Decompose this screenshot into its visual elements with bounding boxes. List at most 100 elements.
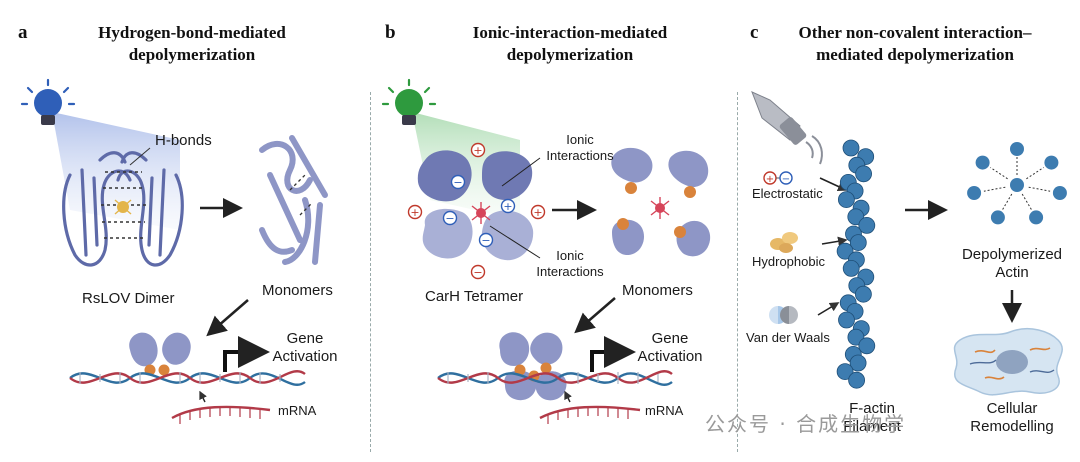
label-hydrophobic: Hydrophobic [752, 254, 825, 269]
actin-bead [838, 191, 855, 209]
actin-bead [858, 337, 876, 355]
ultrasound-probe-icon [751, 91, 823, 165]
label-electrostatic: Electrostatic [752, 186, 823, 201]
actin-bead [849, 234, 867, 252]
svg-text:+: + [410, 206, 419, 219]
actin-bead [836, 242, 854, 260]
panel-a-title: Hydrogen-bond-mediated depolymerization [62, 22, 322, 66]
label-f-actin-filament: F-actin Filament [832, 400, 912, 436]
panel-letter-c: c [750, 22, 759, 43]
panel-a-title-line1: Hydrogen-bond-mediated [98, 23, 286, 42]
dna-bound-monomers-a [129, 332, 191, 376]
panel-letter-a: a [18, 22, 28, 43]
actin-monomer-link [1026, 167, 1044, 180]
actin-bead [849, 354, 867, 372]
label-ionic-bottom-line1: Ionic [556, 248, 584, 263]
actin-monomer-link [990, 167, 1008, 180]
label-gene-a-line2: Activation [272, 348, 338, 365]
ionic-leader-top [501, 157, 541, 187]
rslov-monomers [259, 135, 328, 265]
svg-text:−: − [445, 212, 454, 225]
label-ionic-interactions-bottom: Ionic Interactions [530, 248, 610, 280]
ionic-leader-bottom [489, 225, 541, 259]
rslov-dimer [62, 151, 184, 267]
vdw-pointer [817, 302, 840, 316]
hbond-lines [101, 171, 146, 239]
chromophore-icon [114, 199, 132, 215]
label-hbonds: H-bonds [155, 132, 212, 149]
watermark: 公众号 · 合成生物学 [705, 412, 907, 436]
label-gene-b-line1: Gene [651, 330, 689, 347]
actin-monomer-link [1001, 193, 1013, 211]
label-cell-line1: Cellular [986, 400, 1038, 417]
f-actin-filament [836, 139, 876, 389]
hbonds-leader-line [129, 147, 151, 166]
depolymerized-actin [967, 142, 1067, 225]
hydrophobic-pointer [821, 236, 848, 247]
label-rslov-dimer: RsLOV Dimer [82, 290, 175, 307]
van-der-waals-icon [769, 306, 798, 324]
label-cellular-remodelling: Cellular Remodelling [962, 400, 1062, 436]
label-monomers-b: Monomers [622, 282, 693, 299]
svg-text:+: + [766, 174, 774, 185]
actin-monomer [1044, 155, 1059, 170]
label-ionic-interactions-top: Ionic Interactions [540, 132, 620, 164]
panel-b-title-line1: Ionic-interaction-mediated [472, 23, 668, 42]
carh-monomers [611, 147, 711, 257]
panel-c-title: Other non-covalent interaction– mediated… [770, 22, 1060, 66]
label-carh-tetramer: CarH Tetramer [425, 288, 524, 305]
panel-letter-b: b [385, 22, 396, 43]
actin-monomer-center [1010, 178, 1024, 192]
electrostatic-icon: + − [763, 171, 793, 185]
mrna-strand-a [171, 390, 271, 424]
svg-text:−: − [481, 234, 490, 247]
label-depolymerized-actin: Depolymerized Actin [952, 246, 1072, 282]
electrostatic-pointer [819, 177, 848, 192]
panel-b-title: Ionic-interaction-mediated depolymerizat… [435, 22, 705, 66]
svg-text:+: + [533, 206, 542, 219]
label-gene-activation-a: Gene Activation [265, 330, 345, 366]
label-mrna-b: mRNA [645, 403, 684, 418]
label-gene-b-line2: Activation [637, 348, 703, 365]
actin-monomer [1052, 186, 1067, 200]
label-cell-line2: Remodelling [970, 418, 1054, 435]
label-depoly-line1: Depolymerized [961, 246, 1063, 263]
actin-monomer [990, 210, 1005, 225]
svg-text:−: − [782, 174, 790, 185]
label-mrna-a: mRNA [278, 403, 317, 418]
label-factin-line1: F-actin [849, 400, 895, 417]
actin-monomer-link [1028, 186, 1051, 192]
actin-bead [848, 371, 865, 389]
label-ionic-top-line2: Interactions [546, 148, 614, 163]
panel-divider-ab [370, 92, 371, 452]
dna-helix-a [69, 370, 306, 386]
actin-monomer-link [1021, 193, 1033, 211]
transcription-arrow-b [590, 336, 636, 372]
charge-symbols-b: + + + − − + − − [407, 142, 546, 280]
label-ionic-bottom-line2: Interactions [536, 264, 604, 279]
actin-monomer [1010, 142, 1024, 156]
cobalamin-center-b [471, 202, 491, 224]
label-monomers-a: Monomers [262, 282, 333, 299]
actin-monomer [967, 186, 982, 200]
label-factin-line2: Filament [843, 418, 901, 435]
label-depoly-line2: Actin [995, 264, 1029, 281]
svg-text:−: − [453, 176, 462, 189]
panel-a-title-line2: depolymerization [128, 45, 256, 64]
actin-bead [855, 285, 872, 303]
dna-bound-tetramer-b [499, 332, 567, 401]
label-gene-activation-b: Gene Activation [630, 330, 710, 366]
actin-bead [836, 363, 854, 381]
mrna-strand-b [539, 390, 641, 424]
svg-text:+: + [473, 144, 482, 157]
hydrophobic-icon [770, 232, 798, 253]
actin-bead [842, 139, 860, 157]
blue-light-bulb-icon [20, 78, 180, 230]
label-van-der-waals: Van der Waals [746, 330, 830, 345]
svg-text:+: + [503, 200, 512, 213]
actin-bead [838, 311, 855, 329]
actin-bead [842, 259, 860, 277]
label-ionic-top-line1: Ionic [566, 132, 594, 147]
dna-helix-b [437, 370, 673, 386]
